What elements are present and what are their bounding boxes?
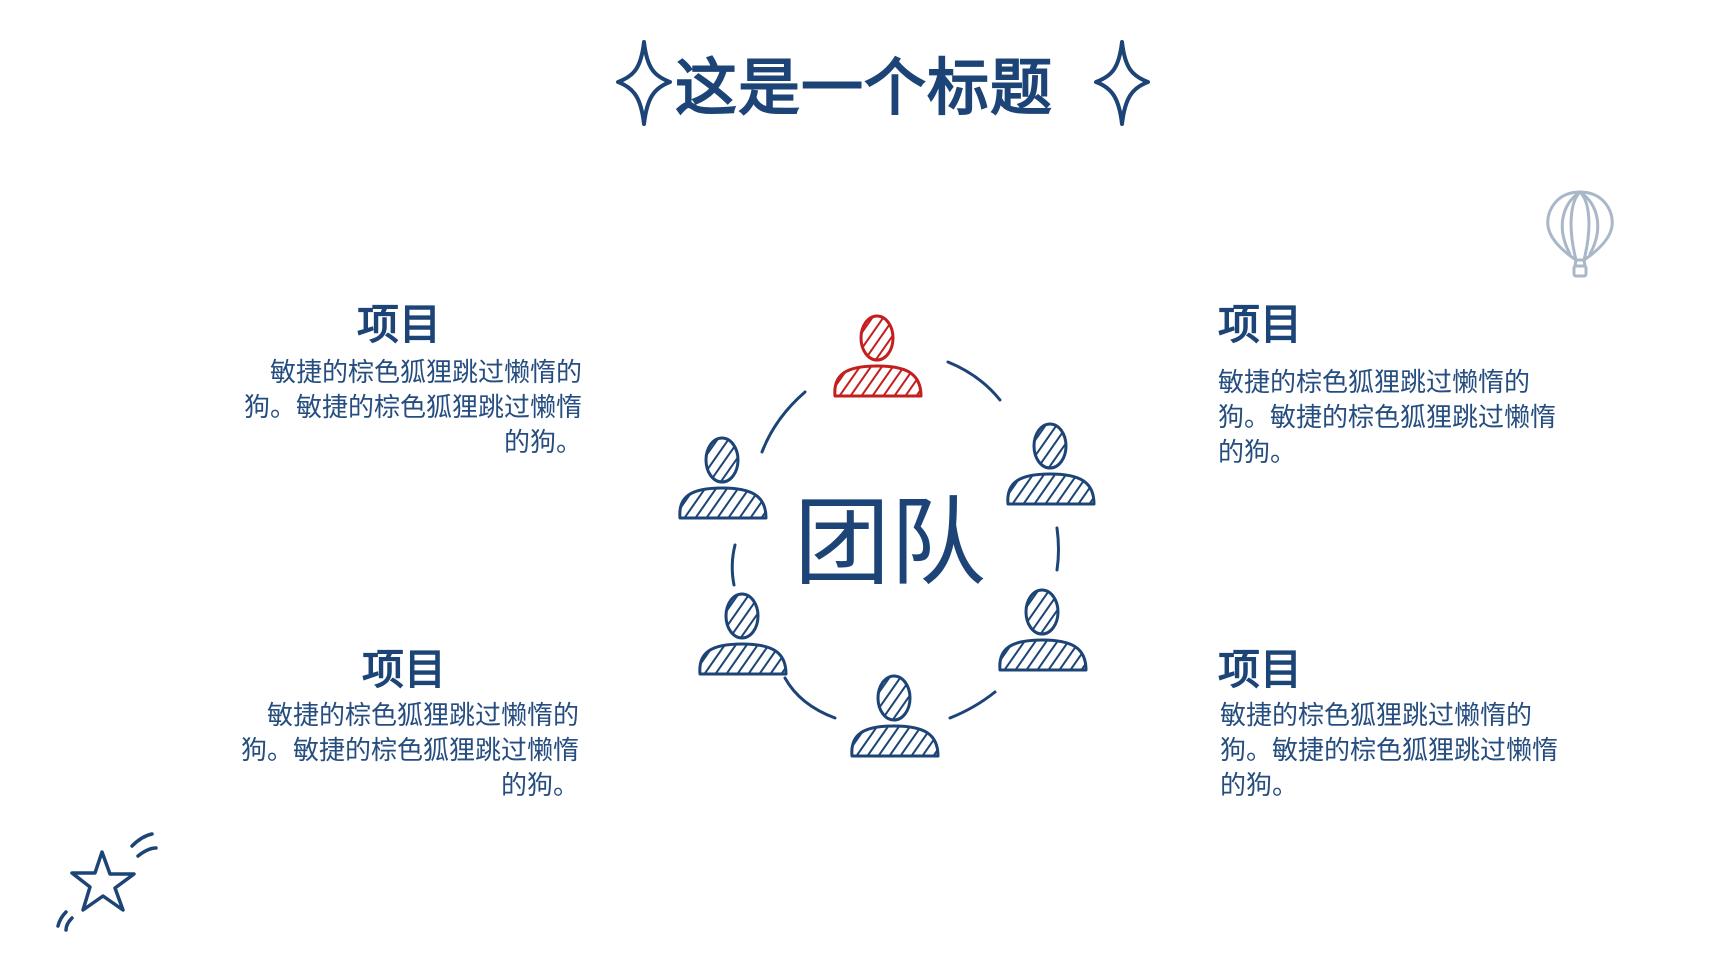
page-title: 这是一个标题 [674,51,1053,124]
sparkle-icon [616,40,672,126]
sparkle-icon [1094,40,1150,126]
person-icon [1006,422,1096,506]
star-icon [56,832,158,932]
block-title-top-right: 项目 [1218,300,1303,349]
block-text-top-right: 敏捷的棕色狐狸跳过懒惰的狗。敏捷的棕色狐狸跳过懒惰的狗。 [1218,368,1557,468]
block-text-bottom-right: 敏捷的棕色狐狸跳过懒惰的狗。敏捷的棕色狐狸跳过懒惰的狗。 [1220,701,1559,801]
person-icon [698,592,788,676]
person-icon [998,588,1088,672]
block-title-bottom-left: 项目 [362,645,447,694]
person-icon [833,314,923,398]
person-icon [850,674,940,758]
center-label: 团队 [794,487,986,599]
team-circle-graphic [678,314,1096,758]
block-text-bottom-left: 敏捷的棕色狐狸跳过懒惰的狗。敏捷的棕色狐狸跳过懒惰的狗。 [240,701,579,801]
person-icon [678,436,768,520]
block-text-top-left: 敏捷的棕色狐狸跳过懒惰的狗。敏捷的棕色狐狸跳过懒惰的狗。 [243,358,582,458]
connector-arcs [730,360,1060,720]
hot-air-balloon-icon [1546,190,1614,278]
block-title-bottom-right: 项目 [1218,645,1303,694]
block-title-top-left: 项目 [357,300,442,349]
